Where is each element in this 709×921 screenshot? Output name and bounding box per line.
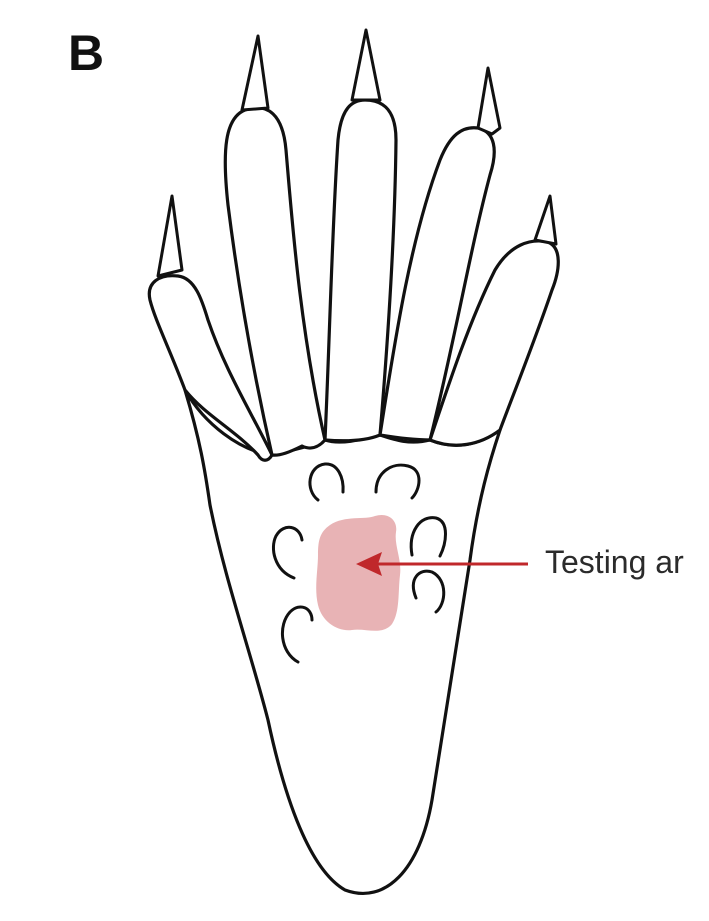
claw-2 (242, 36, 268, 110)
claw-3 (352, 30, 380, 100)
toe-3 (325, 100, 396, 441)
testing-area-label: Testing ar (545, 546, 684, 578)
testing-area-highlight (316, 515, 400, 631)
claw-4 (478, 68, 500, 134)
claw-1 (158, 196, 182, 276)
claw-5 (535, 196, 556, 244)
paw-sole (185, 390, 500, 893)
